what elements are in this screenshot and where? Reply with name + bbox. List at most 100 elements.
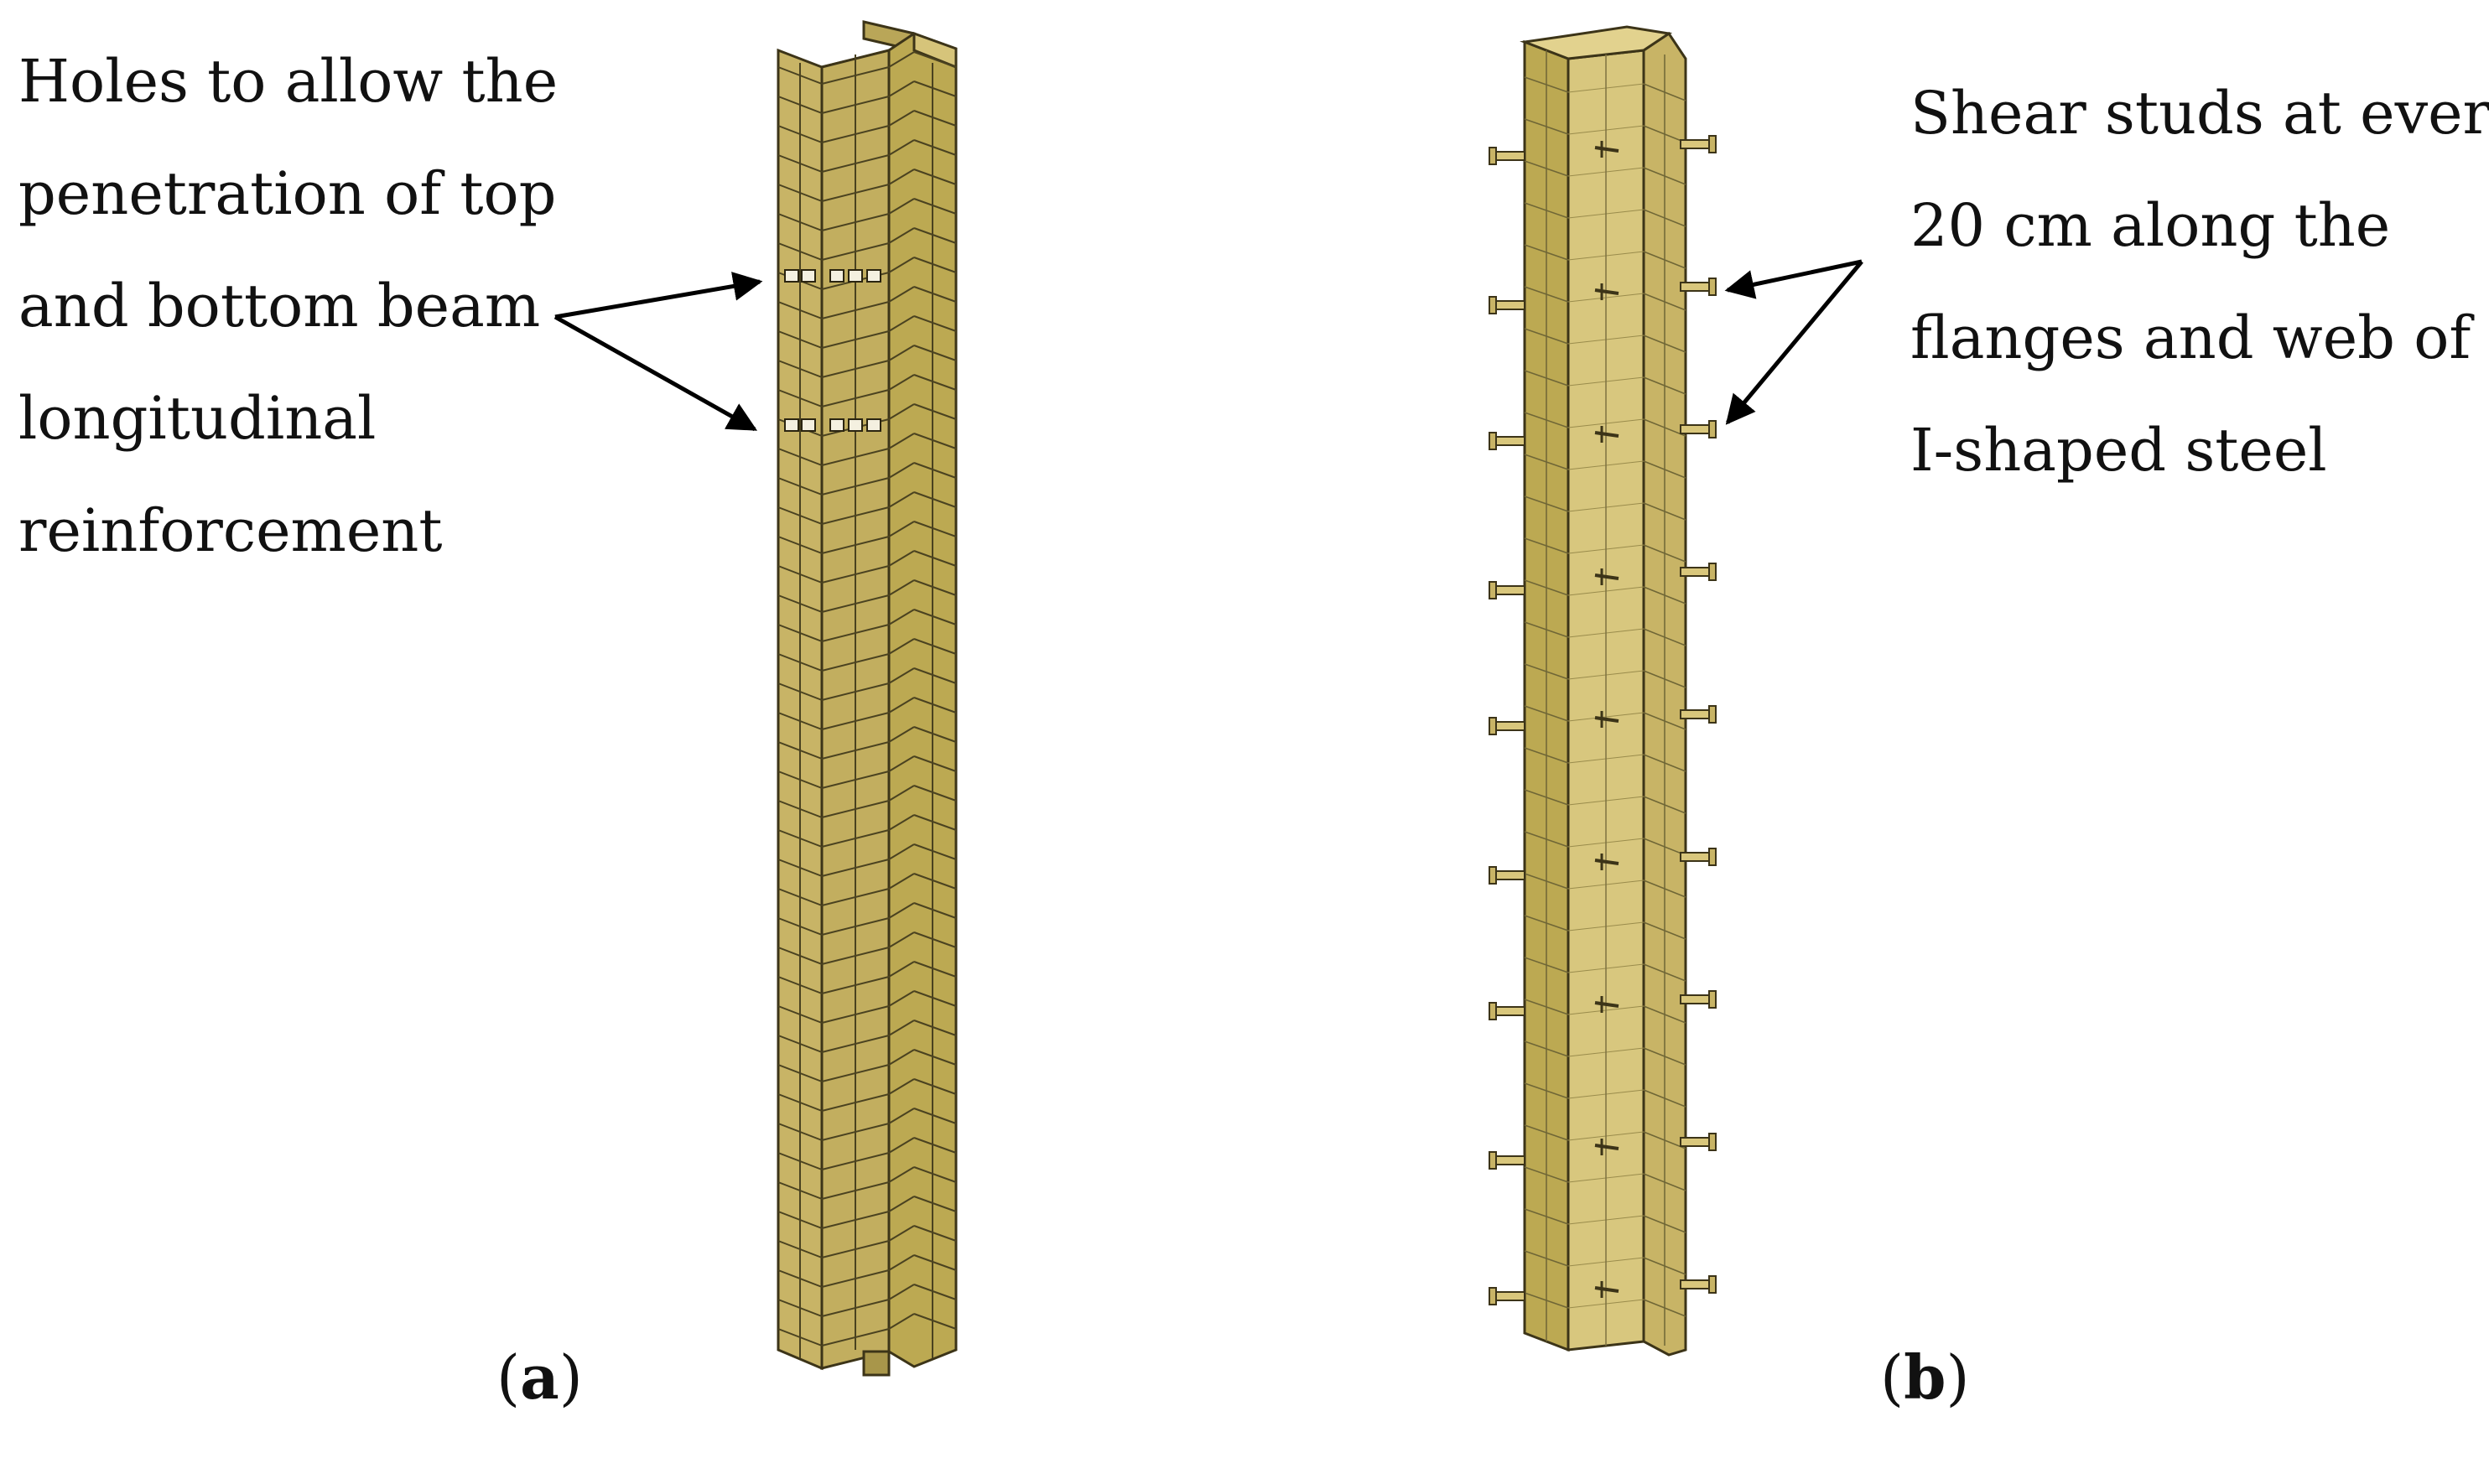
shear-stud xyxy=(1489,866,1525,885)
mesh-line xyxy=(913,961,957,978)
mesh-line xyxy=(913,433,957,449)
caption-paren: ( xyxy=(1880,1342,1904,1413)
mesh-line xyxy=(888,961,915,978)
shear-stud xyxy=(1680,278,1717,296)
caption-paren: ) xyxy=(559,1342,583,1413)
mesh-line xyxy=(888,1020,915,1036)
mesh-line xyxy=(913,110,957,127)
mesh-line xyxy=(888,697,915,713)
mesh-line xyxy=(913,755,957,772)
column-a-bottom xyxy=(862,1350,891,1377)
annotation-line: reinforcement xyxy=(18,496,443,565)
mesh-line xyxy=(1594,1286,1619,1293)
shear-stud xyxy=(1489,1151,1525,1170)
arrow-to-lower-stud xyxy=(1725,260,1863,425)
column-b-mesh xyxy=(1524,50,1686,1346)
shear-stud xyxy=(1489,581,1525,599)
mesh-line xyxy=(888,257,915,273)
mesh-line xyxy=(913,51,957,68)
mesh-line xyxy=(1594,288,1619,295)
shear-stud xyxy=(1489,1287,1525,1305)
mesh-line xyxy=(888,110,915,127)
mesh-line xyxy=(888,1196,915,1212)
column-a-holes-lower xyxy=(784,418,881,432)
mesh-line xyxy=(1594,573,1619,580)
mesh-line xyxy=(913,990,957,1007)
mesh-line xyxy=(913,1049,957,1066)
mesh-line xyxy=(1594,146,1619,153)
annotation-line: Holes to allow the xyxy=(18,47,559,116)
caption-letter: a xyxy=(520,1341,559,1413)
annotation-line: penetration of top xyxy=(18,159,557,228)
mesh-line xyxy=(888,1166,915,1183)
annotation-holes: Holes to allow the penetration of top an… xyxy=(18,25,558,587)
mesh-line xyxy=(913,785,957,802)
mesh-line xyxy=(913,1166,957,1183)
mesh-line xyxy=(913,843,957,860)
mesh-line xyxy=(888,403,915,420)
mesh-line xyxy=(913,1108,957,1124)
mesh-line xyxy=(1594,1001,1619,1008)
mesh-line xyxy=(888,345,915,361)
annotation-line: longitudinal xyxy=(18,384,377,453)
mesh-line xyxy=(913,403,957,420)
mesh-line xyxy=(888,785,915,802)
column-a-meshed-steel xyxy=(777,20,958,1377)
mesh-line xyxy=(913,1284,957,1300)
mesh-line xyxy=(888,521,915,537)
hole xyxy=(848,269,863,283)
mesh-line xyxy=(888,609,915,625)
caption-paren: ( xyxy=(496,1342,521,1413)
mesh-line xyxy=(888,433,915,449)
arrow-to-upper-holes xyxy=(554,272,763,319)
mesh-line xyxy=(888,286,915,303)
mesh-line xyxy=(913,198,957,215)
shear-stud xyxy=(1489,717,1525,735)
mesh-line xyxy=(913,139,957,156)
hole xyxy=(801,418,816,432)
mesh-line xyxy=(913,726,957,743)
mesh-line xyxy=(888,198,915,215)
mesh-line xyxy=(888,1225,915,1242)
caption-b: (b) xyxy=(1880,1341,1970,1413)
mesh-line xyxy=(913,579,957,596)
shear-stud xyxy=(1680,1133,1717,1151)
shear-stud xyxy=(1489,296,1525,314)
mesh-line xyxy=(913,931,957,948)
mesh-line xyxy=(913,667,957,684)
shear-stud xyxy=(1680,848,1717,866)
mesh-line xyxy=(888,843,915,860)
hole xyxy=(866,418,881,432)
mesh-line xyxy=(913,550,957,567)
annotation-shear-studs: Shear studs at every 20 cm along the fla… xyxy=(1910,57,2489,506)
hole xyxy=(829,418,844,432)
hole xyxy=(784,418,799,432)
shear-stud xyxy=(1680,990,1717,1009)
shear-stud xyxy=(1680,705,1717,724)
arrows-b xyxy=(1724,259,1863,425)
mesh-line xyxy=(913,697,957,713)
mesh-line xyxy=(888,814,915,831)
mesh-line xyxy=(888,755,915,772)
mesh-line xyxy=(888,1078,915,1095)
mesh-line xyxy=(913,491,957,508)
mesh-line xyxy=(913,521,957,537)
mesh-line xyxy=(913,1196,957,1212)
shear-stud xyxy=(1680,563,1717,581)
mesh-line xyxy=(888,579,915,596)
mesh-line xyxy=(888,550,915,567)
mesh-line xyxy=(913,1225,957,1242)
mesh-line xyxy=(913,374,957,391)
mesh-line xyxy=(1594,716,1619,723)
column-a-mesh xyxy=(777,51,957,1358)
annotation-line: and bottom beam xyxy=(18,272,541,340)
hole xyxy=(848,418,863,432)
mesh-line xyxy=(913,1137,957,1154)
mesh-line xyxy=(888,931,915,948)
shear-stud xyxy=(1489,147,1525,165)
column-b-top-edge xyxy=(1520,25,1673,60)
mesh-line xyxy=(888,667,915,684)
column-b-shear-studs xyxy=(1489,135,1717,1305)
hole xyxy=(866,269,881,283)
